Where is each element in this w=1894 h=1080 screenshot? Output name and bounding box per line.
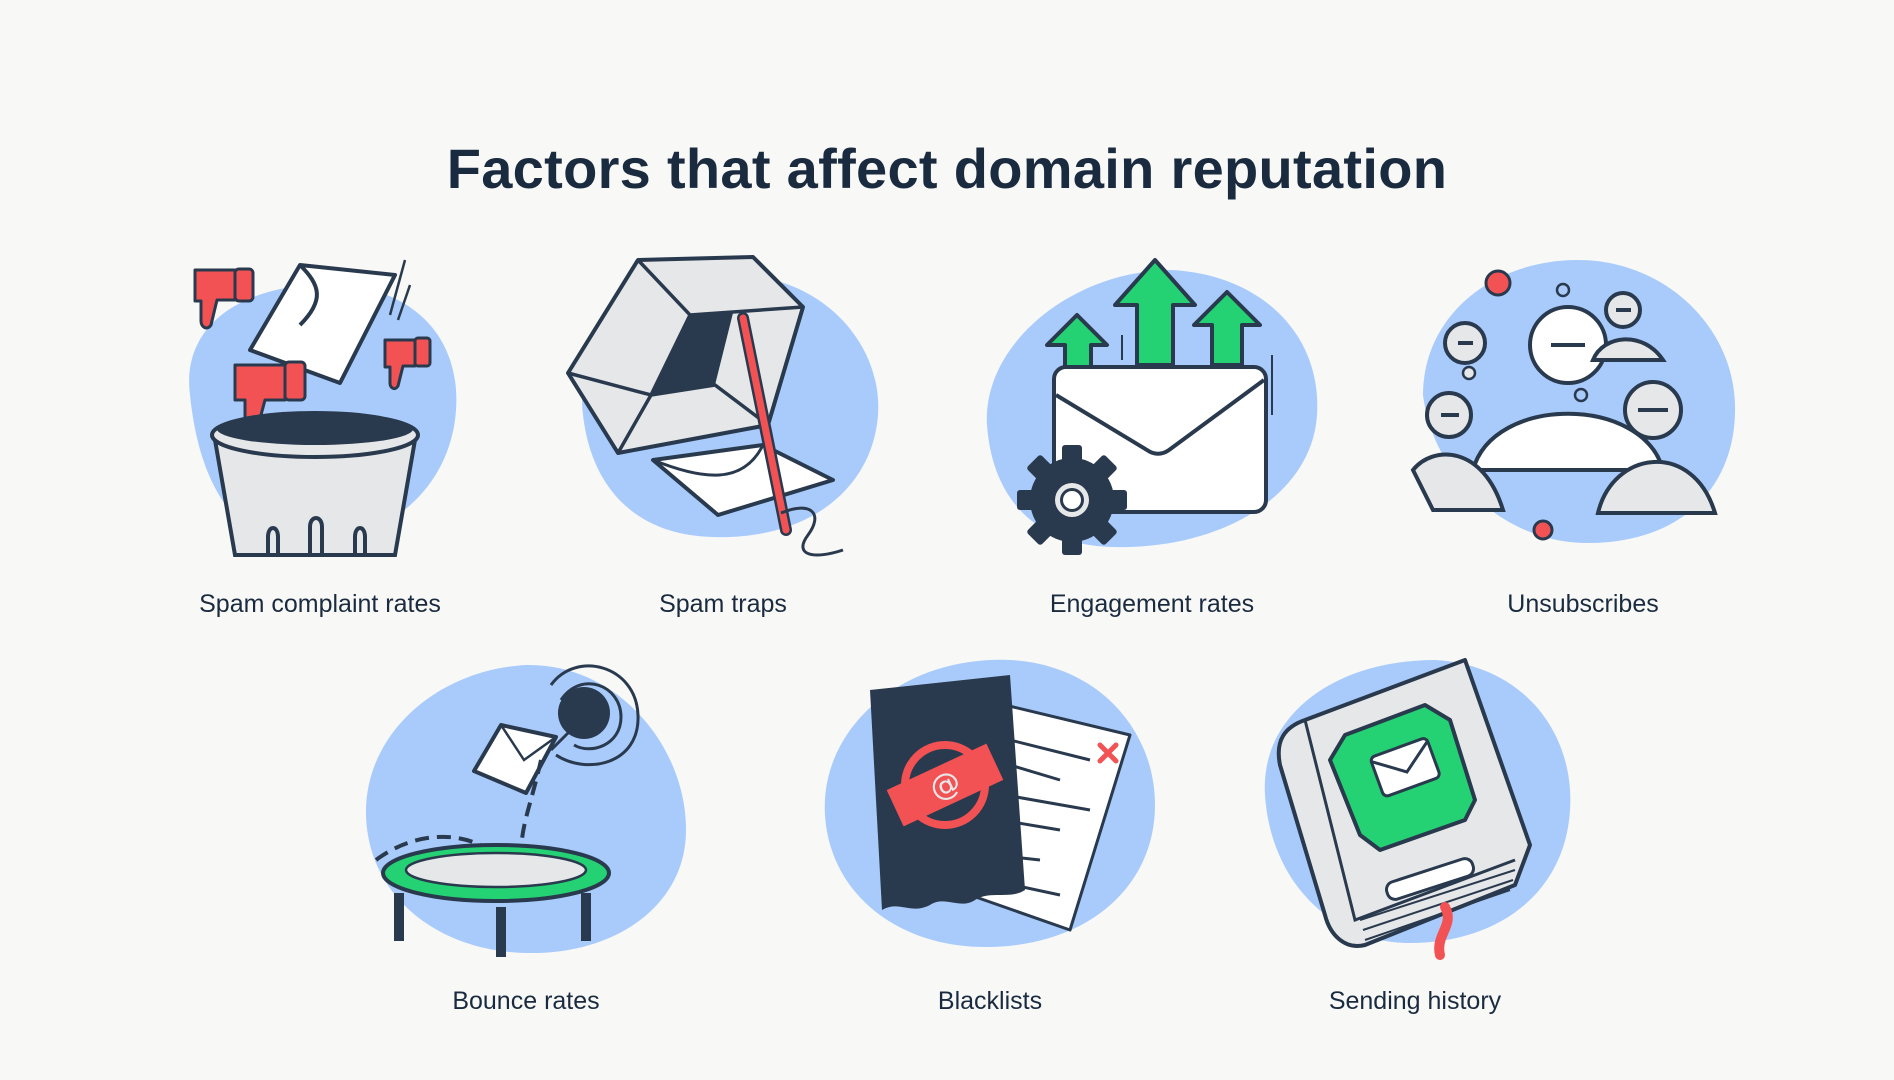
factor-card-bounce-rates: Bounce rates — [336, 645, 716, 1035]
factor-label: Blacklists — [937, 987, 1043, 1015]
trash-bin-thumbs-down-icon — [189, 259, 457, 557]
factor-card-spam-traps: Spam traps — [533, 245, 913, 635]
people-group-icon — [1410, 260, 1736, 544]
factor-label: Unsubscribes — [1507, 590, 1659, 618]
factor-card-blacklists: @ Blacklists — [800, 645, 1180, 1035]
factor-label: Spam complaint rates — [199, 590, 441, 618]
page-title: Factors that affect domain reputation — [446, 136, 1448, 200]
factor-card-spam-complaint-rates: Spam complaint rates — [130, 245, 510, 635]
blacklist-document-icon: @ — [824, 659, 1155, 948]
factor-label: Engagement rates — [1049, 590, 1255, 618]
factor-card-engagement-rates: Engagement rates — [962, 245, 1342, 635]
gear-icon — [1017, 445, 1127, 555]
envelope-arrows-up-icon — [986, 258, 1318, 555]
book-envelope-icon — [1264, 658, 1571, 960]
factor-label: Spam traps — [659, 590, 787, 618]
factor-card-sending-history: Sending history — [1225, 645, 1605, 1035]
factor-label: Bounce rates — [452, 987, 600, 1015]
factor-card-unsubscribes: Unsubscribes — [1393, 245, 1773, 635]
trampoline-envelope-icon — [365, 664, 686, 957]
box-trap-icon — [566, 255, 879, 557]
factor-label: Sending history — [1328, 987, 1502, 1015]
